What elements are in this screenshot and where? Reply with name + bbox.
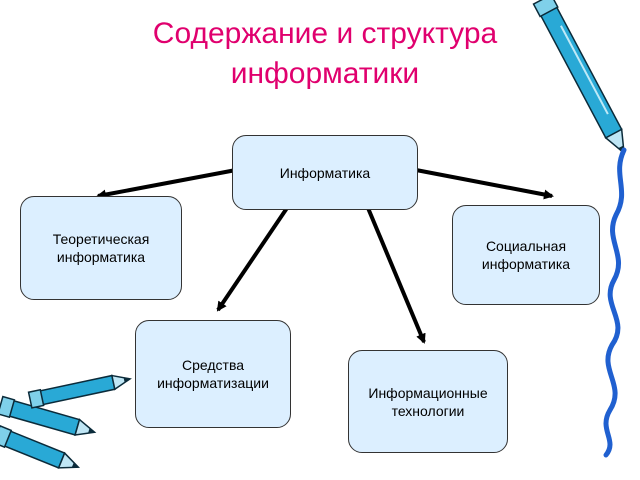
- arrow-to-technologies: [366, 207, 426, 344]
- page-title: Содержание и структура информатики: [90, 14, 560, 94]
- node-information-technologies: Информационные технологии: [348, 350, 508, 453]
- node-informatics: Информатика: [232, 135, 418, 210]
- arrow-to-means: [216, 206, 289, 312]
- node-theoretical-informatics-label: Теоретическая информатика: [52, 231, 150, 265]
- page-title-text: Содержание и структура информатики: [152, 17, 498, 90]
- node-informatization-means-label: Средства информатизации: [157, 357, 269, 391]
- arrow-to-social: [415, 168, 554, 200]
- node-social-informatics: Социальная информатика: [452, 205, 600, 305]
- pencil-icon: [0, 395, 97, 436]
- node-social-informatics-label: Социальная информатика: [481, 238, 571, 272]
- node-informatics-label: Информатика: [279, 164, 371, 181]
- squiggle-line: [603, 147, 627, 458]
- arrow-to-theoretical: [96, 168, 237, 200]
- pencil-icon: [532, 0, 625, 155]
- node-theoretical-informatics: Теоретическая информатика: [20, 196, 182, 300]
- pencil-icon: [27, 374, 132, 409]
- node-informatization-means: Средства информатизации: [135, 320, 291, 428]
- node-information-technologies-label: Информационные технологии: [368, 384, 488, 419]
- pencil-icon: [0, 424, 81, 469]
